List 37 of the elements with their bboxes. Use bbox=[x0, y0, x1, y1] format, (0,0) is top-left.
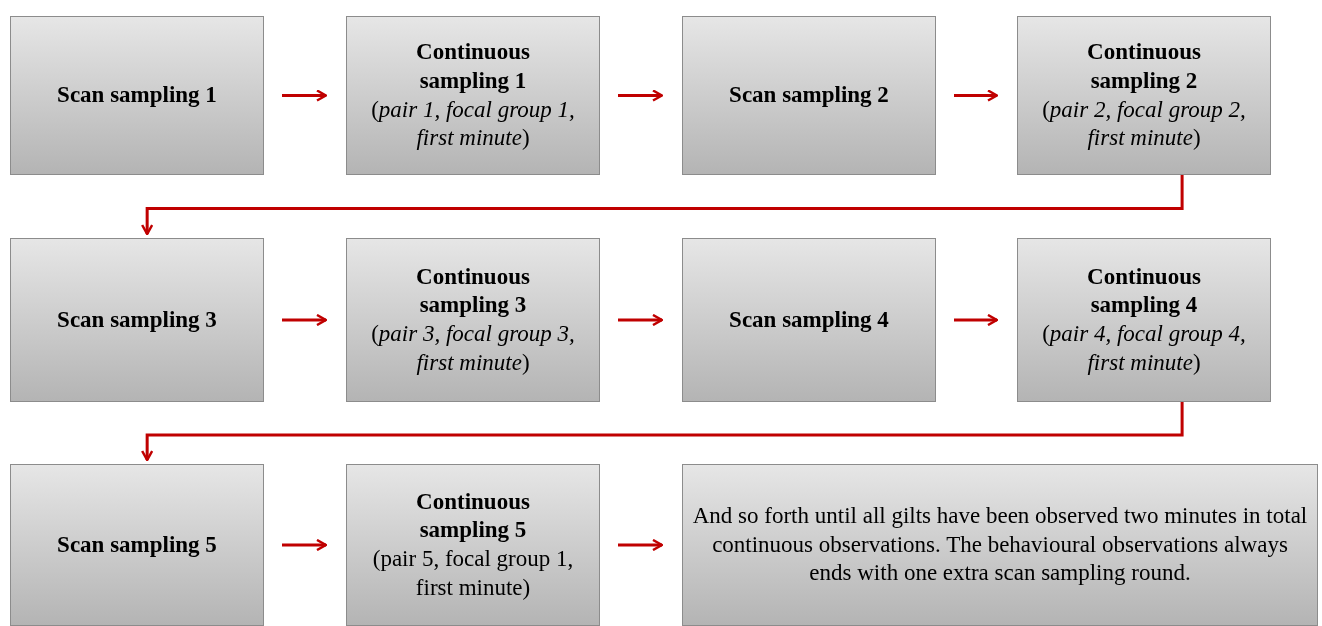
arrow bbox=[282, 313, 328, 327]
box-description: (pair 2, focal group 2, first minute) bbox=[1041, 95, 1247, 153]
box-title: Scan sampling 5 bbox=[57, 530, 217, 559]
box-description: (pair 5, focal group 1, first minute) bbox=[371, 545, 575, 602]
arrow bbox=[618, 538, 664, 552]
process-box bbox=[10, 464, 264, 626]
box-description: (pair 4, focal group 4, first minute) bbox=[1041, 320, 1247, 377]
box-title: Continuous sampling 2 bbox=[1086, 38, 1202, 95]
process-box bbox=[10, 16, 264, 175]
process-box bbox=[682, 238, 936, 402]
box-title: Scan sampling 2 bbox=[729, 81, 889, 110]
process-box bbox=[346, 464, 600, 626]
box-description: (pair 1, focal group 1, first minute) bbox=[370, 95, 576, 153]
box-title: Scan sampling 4 bbox=[729, 305, 889, 334]
process-box bbox=[682, 16, 936, 175]
process-box bbox=[346, 16, 600, 175]
arrow bbox=[954, 89, 999, 102]
box-title: Continuous sampling 5 bbox=[415, 487, 531, 545]
box-title: Continuous sampling 3 bbox=[415, 262, 531, 320]
box-title: Scan sampling 1 bbox=[57, 81, 217, 110]
process-box bbox=[682, 464, 1318, 626]
arrow bbox=[282, 89, 328, 102]
arrow bbox=[618, 89, 664, 102]
arrow bbox=[140, 402, 1184, 462]
process-box bbox=[1017, 16, 1271, 175]
process-box bbox=[1017, 238, 1271, 402]
box-title: Scan sampling 3 bbox=[57, 305, 217, 334]
arrow bbox=[954, 313, 999, 327]
box-title: Continuous sampling 4 bbox=[1086, 262, 1202, 320]
process-box bbox=[346, 238, 600, 402]
process-box bbox=[10, 238, 264, 402]
box-description: (pair 3, focal group 3, first minute) bbox=[370, 320, 576, 377]
box-title: Continuous sampling 1 bbox=[415, 38, 531, 95]
box-description: And so forth until all gilts have been observed two minutes in total continuous observations. The behavioural observations always ends with one extra scan sampling round. bbox=[691, 501, 1309, 588]
arrow bbox=[282, 538, 328, 552]
arrow bbox=[140, 175, 1184, 236]
arrow bbox=[618, 313, 664, 327]
